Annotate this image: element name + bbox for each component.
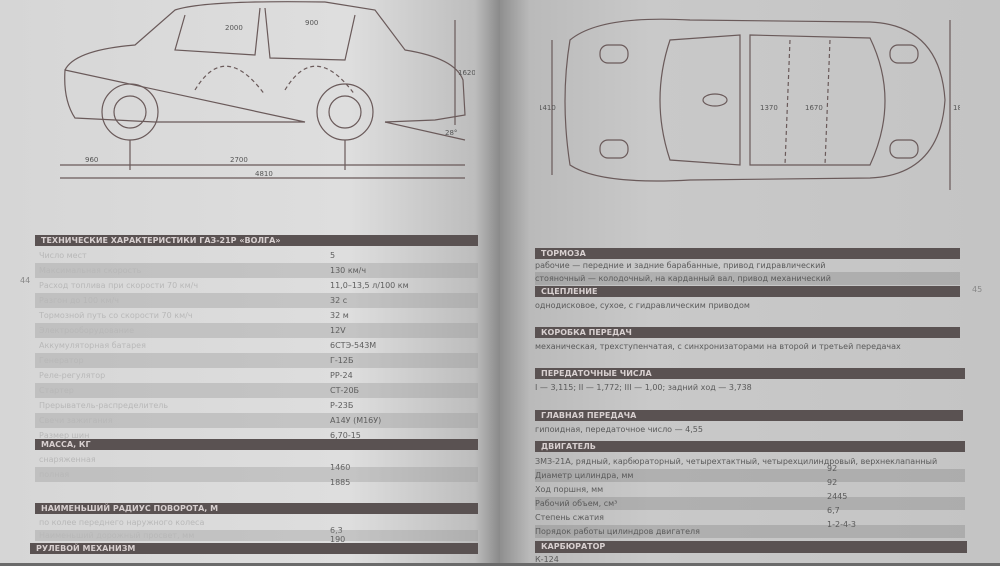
spec-label: Генератор	[39, 356, 84, 365]
engine-row: Рабочий объем, см³ 2445	[535, 492, 965, 510]
spec-row: Электрооборудование 12V	[35, 323, 478, 338]
brakes-parking: стояночный — колодочный, на карданный ва…	[535, 272, 960, 285]
engine-row: Диаметр цилиндра, мм 92	[535, 464, 965, 482]
mass-title: МАССА, КГ	[35, 439, 478, 450]
radius-title: НАИМЕНЬШИЙ РАДИУС ПОВОРОТА, М	[35, 503, 478, 514]
right-page: 1410 1370 1670 1800 45 ТОРМОЗА рабочие —…	[500, 0, 1000, 564]
dim-body-width: 1670	[805, 104, 823, 112]
spec-value: СТ-20Б	[330, 386, 360, 395]
spec-value: Г-12Б	[330, 356, 354, 365]
left-page: 960 2700 4810 1620 28° 2000 900 44 ТЕХНИ…	[0, 0, 500, 563]
spec-value: 6,70-15	[330, 431, 361, 440]
spec-row: Разгон до 100 км/ч 32 с	[35, 293, 478, 308]
spec-label: Стартер	[39, 386, 74, 395]
spec-value: РР-24	[330, 371, 353, 380]
car-side-view-drawing: 960 2700 4810 1620 28° 2000 900	[60, 1, 475, 179]
engine-value: 2445	[827, 492, 848, 501]
engine-value: 92	[827, 464, 838, 473]
spec-row: Максимальная скорость 130 км/ч	[35, 263, 478, 278]
spec-value: А14У (М16У)	[330, 416, 382, 425]
page-number: 45	[972, 285, 983, 294]
brakes-title: ТОРМОЗА	[535, 248, 960, 259]
spec-label: Тормозной путь со скорости 70 км/ч	[39, 311, 193, 320]
steering-title: РУЛЕВОЙ МЕХАНИЗМ	[30, 543, 478, 554]
dim-track-front: 1410	[540, 104, 556, 112]
spec-row: Аккумуляторная батарея 6СТЭ-543М	[35, 338, 478, 353]
spec-label: Аккумуляторная батарея	[39, 341, 146, 350]
spec-label: Свечи зажигания	[39, 416, 113, 425]
dim-length: 4810	[255, 170, 273, 178]
final-drive-text: гипоидная, передаточное число — 4,55	[535, 425, 703, 434]
brakes-service: рабочие — передние и задние барабанные, …	[535, 261, 826, 270]
dim-wheelbase: 2700	[230, 156, 248, 164]
spec-value: 32 м	[330, 311, 349, 320]
spec-row: Тормозной путь со скорости 70 км/ч 32 м	[35, 308, 478, 323]
spec-row: Расход топлива при скорости 70 км/ч 11,0–…	[35, 278, 478, 293]
car-top-view-drawing: 1410 1370 1670 1800	[540, 18, 960, 190]
gearbox-title: КОРОБКА ПЕРЕДАЧ	[535, 327, 960, 338]
spec-value: 5	[330, 251, 336, 260]
engine-value: 6,7	[827, 506, 840, 515]
spec-value: 130 км/ч	[330, 266, 367, 275]
spec-row: Свечи зажигания А14У (М16У)	[35, 413, 478, 428]
spec-label: Прерыватель-распределитель	[39, 401, 169, 410]
page-number: 44	[20, 276, 31, 285]
gearbox-text: механическая, трехступенчатая, с синхрон…	[535, 342, 901, 351]
spec-row: Размер шин 6,70-15	[35, 428, 478, 443]
engine-label: Порядок работы цилиндров двигателя	[535, 527, 700, 536]
carb-text: К-124	[535, 555, 559, 564]
spec-row: Число мест 5	[35, 248, 478, 263]
spec-label: Максимальная скорость	[39, 266, 142, 275]
dim-roof: 900	[305, 19, 318, 27]
final-drive-title: ГЛАВНАЯ ПЕРЕДАЧА	[535, 410, 963, 421]
spec-label: Расход топлива при скорости 70 км/ч	[39, 281, 199, 290]
spec-row: Реле-регулятор РР-24	[35, 368, 478, 383]
engine-row: Степень сжатия 6,7	[535, 506, 965, 524]
ratios-text: I — 3,115; II — 1,772; III — 1,00; задни…	[535, 383, 752, 392]
engine-row: Ход поршня, мм 92	[535, 478, 965, 496]
dim-width: 1800	[953, 104, 960, 112]
clutch-title: СЦЕПЛЕНИЕ	[535, 286, 960, 297]
dim-front-overhang: 960	[85, 156, 98, 164]
engine-row: Порядок работы цилиндров двигателя 1-2-4-…	[535, 520, 965, 538]
spec-title: ТЕХНИЧЕСКИЕ ХАРАКТЕРИСТИКИ ГАЗ-21Р «ВОЛГ…	[35, 235, 478, 246]
engine-value: 92	[827, 478, 838, 487]
spec-label: Размер шин	[39, 431, 90, 440]
spec-value: 32 с	[330, 296, 348, 305]
dim-height: 1620	[458, 69, 475, 77]
engine-value: 1-2-4-3	[827, 520, 857, 529]
dim-interior: 2000	[225, 24, 243, 32]
engine-label: Степень сжатия	[535, 513, 604, 522]
engine-title: ДВИГАТЕЛЬ	[535, 441, 965, 452]
spec-label: Число мест	[39, 251, 87, 260]
spec-label: Электрооборудование	[39, 326, 135, 335]
spec-row: Генератор Г-12Б	[35, 353, 478, 368]
clutch-text: однодисковое, сухое, с гидравлическим пр…	[535, 301, 750, 310]
dim-interior-width: 1370	[760, 104, 778, 112]
spec-value: 12V	[330, 326, 346, 335]
spec-label: Реле-регулятор	[39, 371, 106, 380]
engine-label: Рабочий объем, см³	[535, 499, 618, 508]
spec-value: 6СТЭ-543М	[330, 341, 377, 350]
spec-row: Прерыватель-распределитель Р-23Б	[35, 398, 478, 413]
spec-value: 11,0–13,5 л/100 км	[330, 281, 409, 290]
dim-angle: 28°	[445, 129, 457, 137]
carb-title: КАРБЮРАТОР	[535, 541, 967, 553]
ratios-title: ПЕРЕДАТОЧНЫЕ ЧИСЛА	[535, 368, 965, 379]
engine-label: Ход поршня, мм	[535, 485, 604, 494]
spec-row: Стартер СТ-20Б	[35, 383, 478, 398]
spec-label: Разгон до 100 км/ч	[39, 296, 119, 305]
engine-label: Диаметр цилиндра, мм	[535, 471, 634, 480]
engine-desc: ЗМЗ-21А, рядный, карбюраторный, четырехт…	[535, 457, 938, 466]
spec-value: Р-23Б	[330, 401, 354, 410]
